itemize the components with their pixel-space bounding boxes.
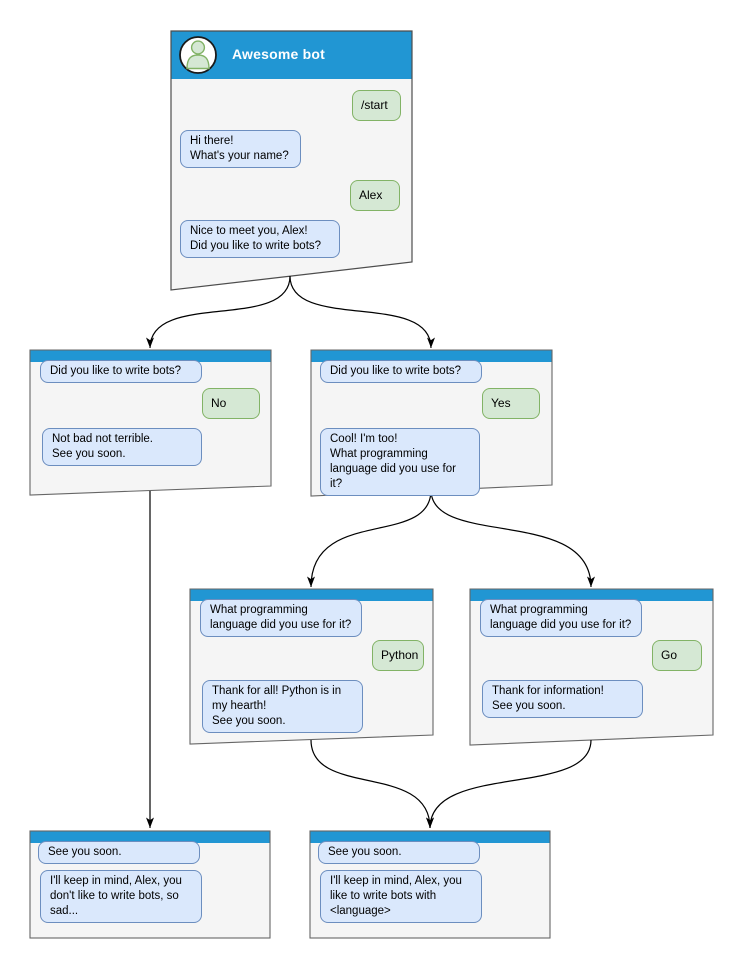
bot-message-bubble: See you soon. — [38, 841, 200, 864]
main-window-outline — [170, 30, 413, 291]
end-yes-outline — [309, 830, 551, 939]
bot-message-bubble: Did you like to write bots? — [40, 360, 202, 383]
edge-python-to-end[interactable] — [310, 739, 434, 829]
branch-python-header-bar — [190, 589, 433, 601]
chat-window-title: Awesome bot — [232, 46, 325, 62]
bot-message-bubble: Did you like to write bots? — [320, 360, 482, 383]
bot-message-bubble: Hi there! What's your name? — [180, 130, 301, 168]
branch-go-header-bar — [470, 589, 713, 601]
user-message-bubble: Go — [652, 640, 702, 671]
avatar — [179, 36, 217, 74]
user-message-bubble: /start — [352, 90, 401, 121]
user-message-bubble: No — [202, 388, 260, 419]
end-yes-header-bar — [310, 831, 550, 843]
user-message-bubble: Python — [372, 640, 424, 671]
bot-message-bubble: Thank for information! See you soon. — [482, 680, 643, 718]
bot-message-bubble: I'll keep in mind, Alex, you don't like … — [40, 870, 202, 923]
edge-go-to-end[interactable] — [426, 739, 592, 829]
branch-yes-header-bar — [311, 350, 552, 362]
bot-message-bubble: Not bad not terrible. See you soon. — [42, 428, 202, 466]
branch-yes-outline — [310, 349, 553, 497]
bot-message-bubble: What programming language did you use fo… — [480, 599, 642, 637]
person-icon — [190, 40, 206, 55]
branch-go-outline — [469, 588, 714, 746]
branch-no-header-bar — [30, 350, 271, 362]
bot-message-bubble: Cool! I'm too! What programming language… — [320, 428, 480, 496]
edge-main-to-no[interactable] — [146, 275, 291, 349]
branch-no-outline — [29, 349, 272, 496]
bot-message-bubble: I'll keep in mind, Alex, you like to wri… — [320, 870, 482, 923]
user-message-bubble: Yes — [482, 388, 540, 419]
bot-message-bubble: See you soon. — [318, 841, 480, 864]
edge-yes-to-python[interactable] — [307, 489, 432, 588]
end-no-header-bar — [30, 831, 270, 843]
edge-yes-to-go[interactable] — [430, 489, 595, 588]
user-message-bubble: Alex — [350, 180, 400, 211]
branch-python-outline — [189, 588, 434, 745]
bot-message-bubble: Nice to meet you, Alex! Did you like to … — [180, 220, 340, 258]
bot-message-bubble: What programming language did you use fo… — [200, 599, 362, 637]
edge-main-to-yes[interactable] — [289, 275, 435, 349]
person-icon-body — [186, 54, 210, 70]
end-no-outline — [29, 830, 271, 939]
edges — [146, 275, 595, 829]
bot-message-bubble: Thank for all! Python is in my hearth! S… — [202, 680, 363, 733]
